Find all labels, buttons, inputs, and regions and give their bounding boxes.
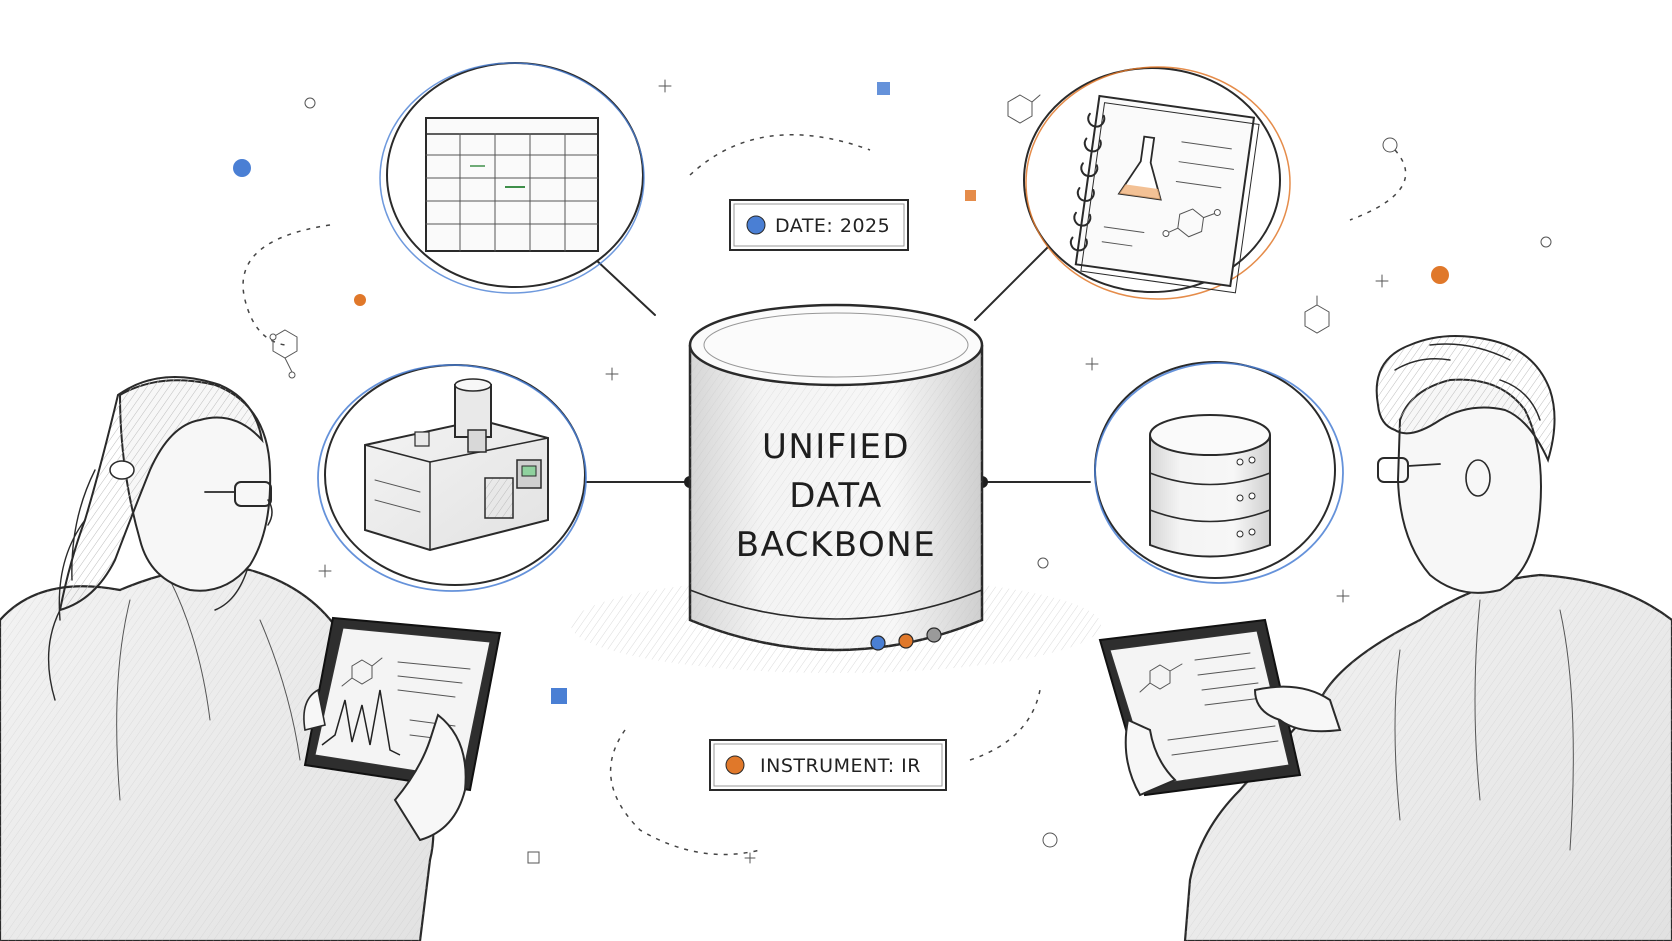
tablet-left [305, 618, 500, 790]
source-analytical-instrument [318, 365, 586, 591]
dashed-arc-right [1350, 150, 1406, 220]
status-indicator-orange [899, 634, 913, 648]
cylinder-top [690, 305, 982, 385]
instrument-tag-dot [726, 756, 744, 774]
date-tag: DATE: 2025 [730, 200, 908, 250]
hub-title-line-1: UNIFIED [762, 427, 910, 467]
source-spreadsheet [380, 63, 644, 293]
dashed-arc-bottom-right [970, 690, 1040, 760]
hub-title-line-2: DATA [789, 476, 883, 516]
source-lab-notebook [1024, 67, 1290, 299]
instrument-tag: INSTRUMENT: IR [710, 740, 946, 790]
dashed-arc-top [690, 135, 870, 175]
orange-square [965, 190, 976, 201]
notebook-icon [1067, 95, 1260, 293]
database-server-icon [1150, 415, 1270, 557]
blue-square [551, 688, 567, 704]
source-database-server [1095, 362, 1343, 583]
orange-dot [1431, 266, 1449, 284]
hair-tie [110, 461, 134, 479]
orange-dot [354, 294, 366, 306]
date-tag-label: DATE: 2025 [775, 215, 890, 237]
small-ring [305, 98, 315, 108]
instrument-tag-label: INSTRUMENT: IR [760, 755, 921, 777]
small-ring [1383, 138, 1397, 152]
small-ring [1541, 237, 1551, 247]
status-indicator-gray [927, 628, 941, 642]
status-indicator-blue [871, 636, 885, 650]
dashed-arc-left [243, 225, 330, 345]
ear [1466, 460, 1490, 496]
central-data-backbone: UNIFIED DATA BACKBONE [571, 305, 1101, 673]
date-tag-dot [747, 216, 765, 234]
blue-dot [233, 159, 251, 177]
small-ring [1038, 558, 1048, 568]
hub-title-line-3: BACKBONE [736, 525, 936, 565]
spreadsheet-icon [426, 118, 598, 251]
connector-notebook [975, 240, 1055, 320]
small-square [528, 852, 539, 863]
small-ring [1043, 833, 1057, 847]
blue-square [877, 82, 890, 95]
